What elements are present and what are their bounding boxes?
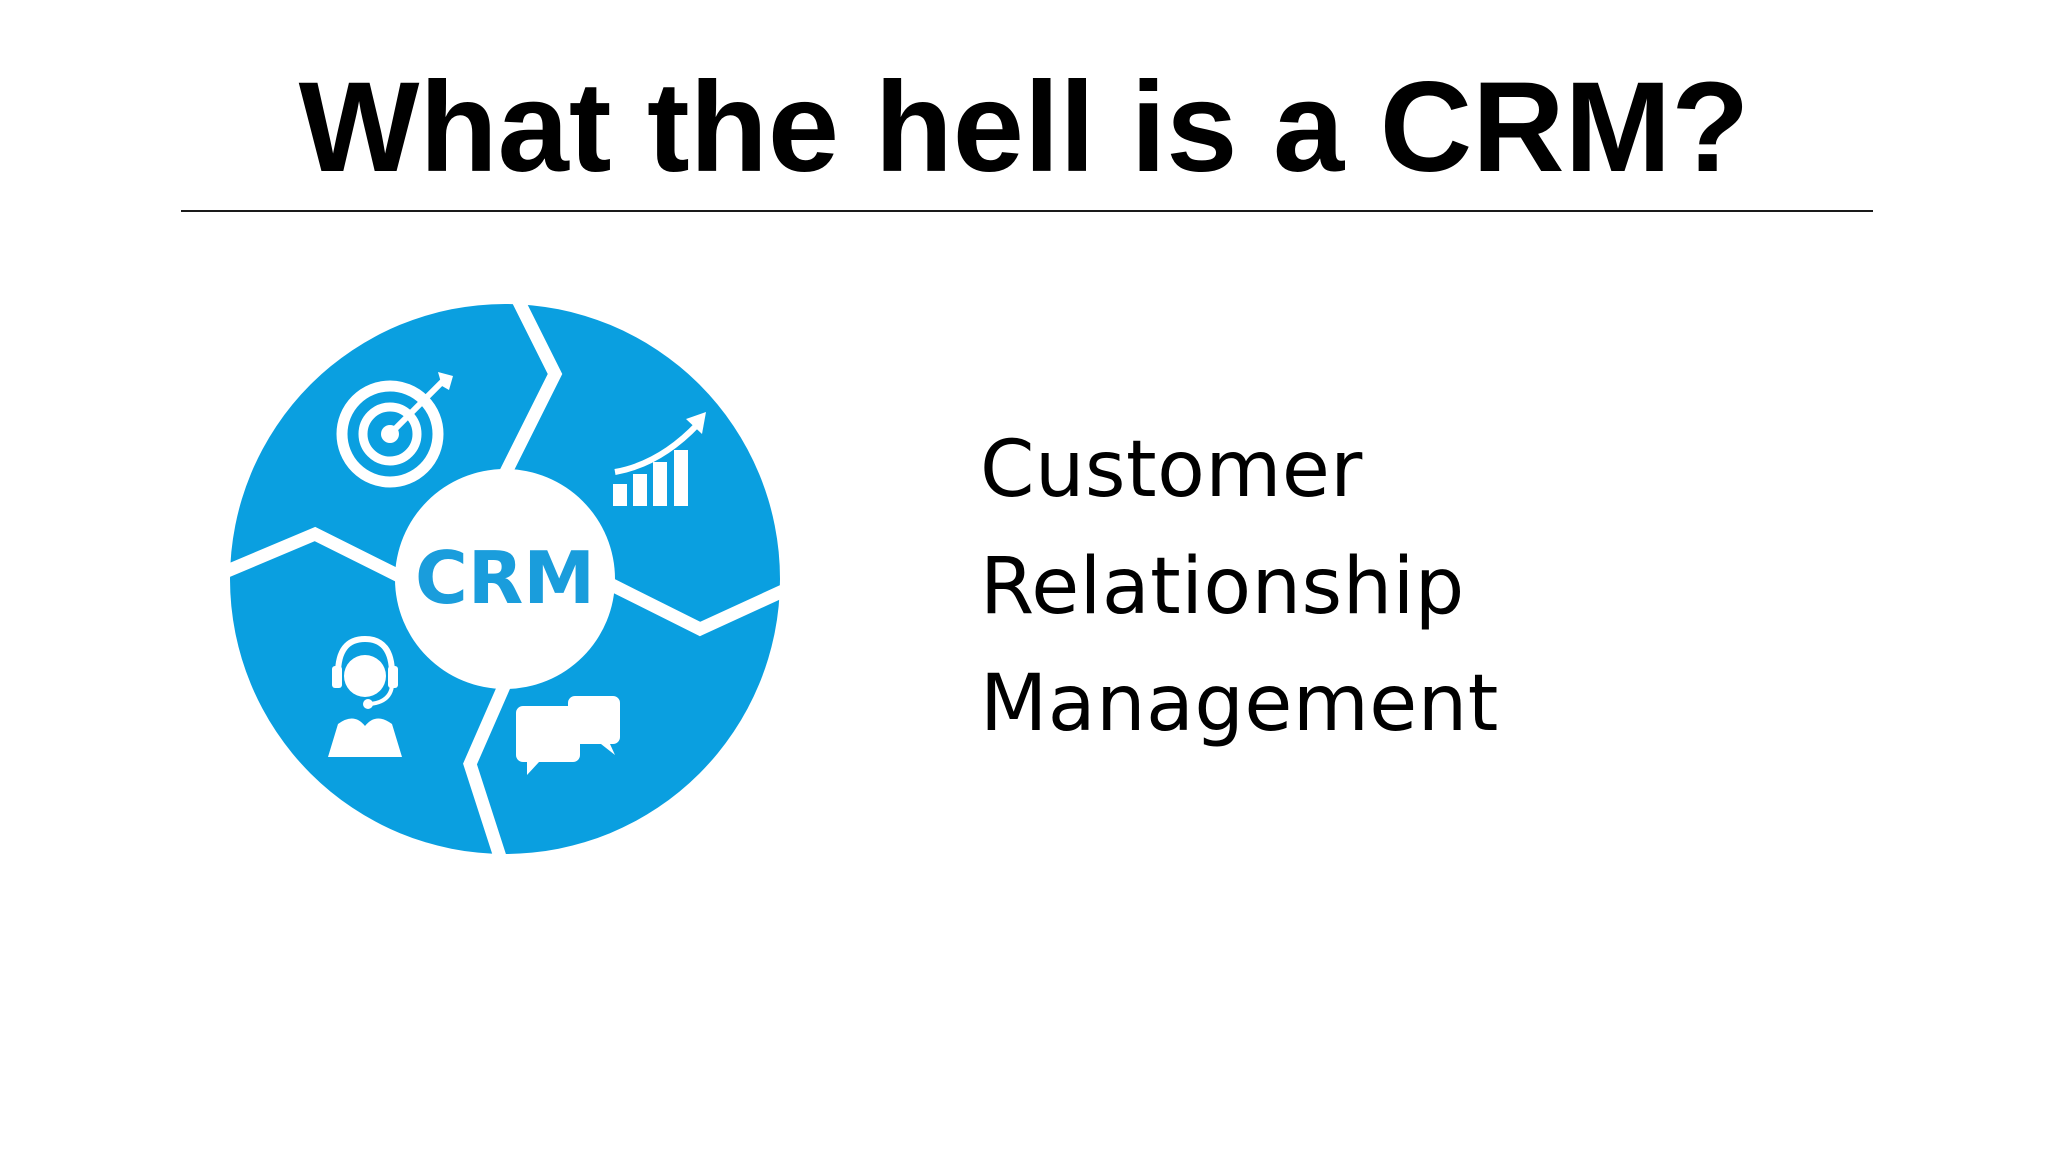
divider-left (217, 526, 408, 585)
crm-cycle-svg: CRM (217, 291, 823, 896)
title-divider (181, 210, 1873, 212)
center-crm-text: CRM (415, 536, 595, 620)
segment-dividers (217, 291, 823, 896)
slide-title: What the hell is a CRM? (298, 56, 1750, 199)
definition-relationship: Relationship (980, 542, 1465, 632)
center-circle (395, 469, 615, 689)
divider-top (499, 291, 563, 477)
crm-definition: Customer Relationship Management (980, 412, 1499, 763)
growth-chart-icon (613, 412, 706, 506)
crm-cycle-logo: CRM (217, 291, 823, 896)
target-icon (336, 372, 453, 488)
definition-customer: Customer (980, 425, 1363, 515)
chat-bubbles-icon (516, 696, 620, 775)
divider-right (607, 568, 823, 637)
support-agent-icon (328, 635, 402, 757)
definition-management: Management (980, 659, 1499, 749)
divider-bottom (463, 681, 519, 896)
